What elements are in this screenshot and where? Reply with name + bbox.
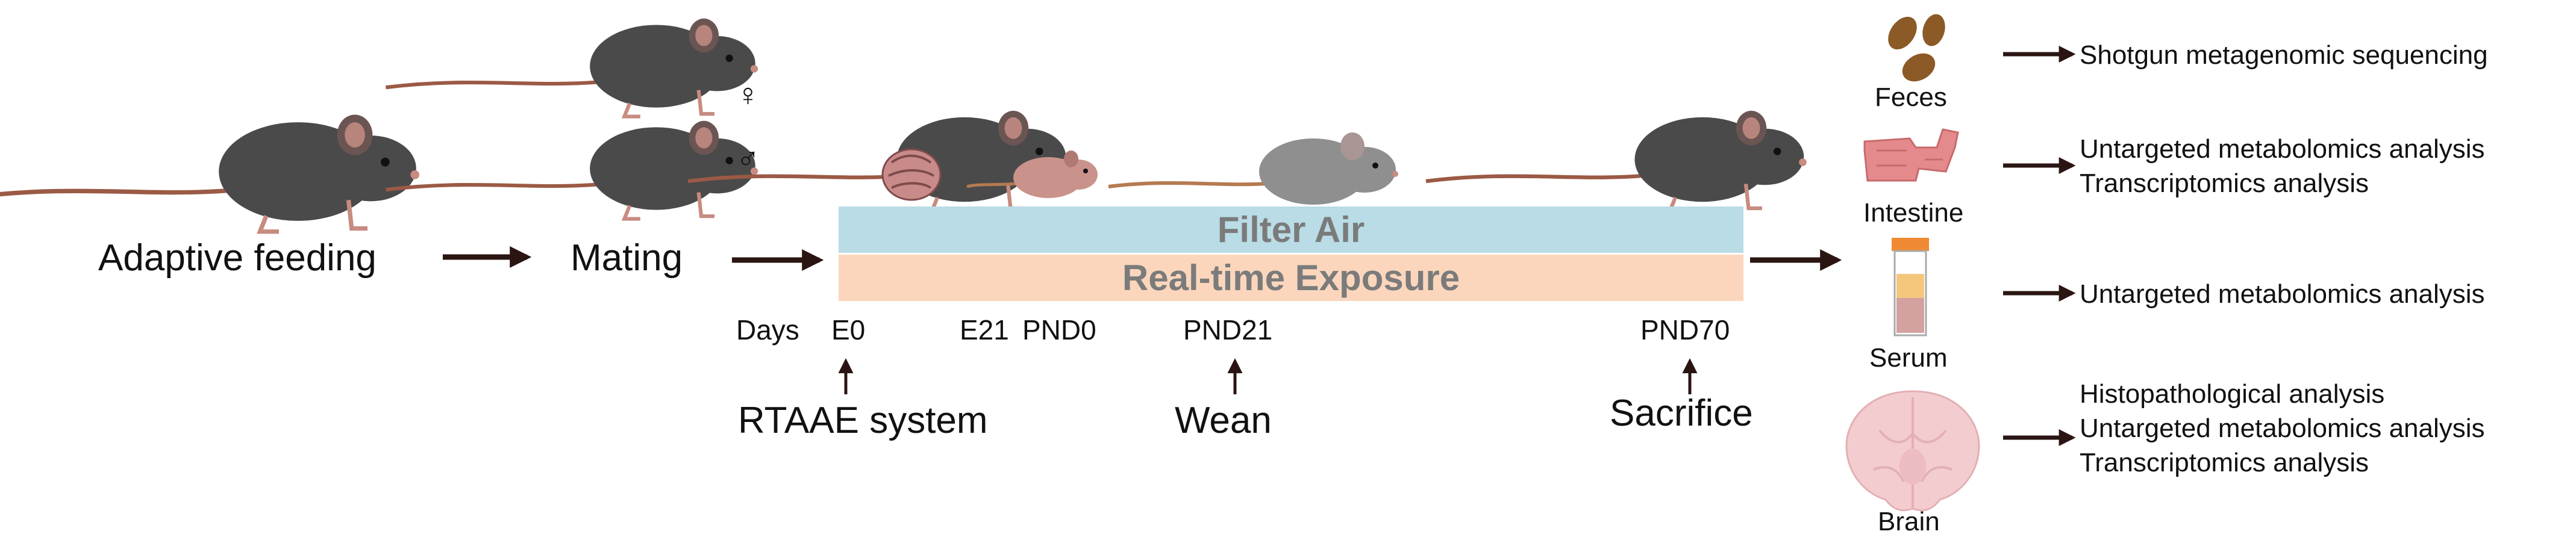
real-time-exposure-bar: Real-time Exposure (839, 255, 1743, 301)
pregnant-mouse (688, 111, 1069, 211)
wean-label: Wean (1175, 400, 1272, 441)
mating-label: Mating (571, 237, 683, 279)
brain-analysis-2: Untargeted metabolomics analysis (2080, 414, 2485, 443)
brain-label: Brain (1878, 507, 1940, 536)
pup-mouse (966, 150, 1098, 198)
feces-icon (1888, 14, 1945, 82)
serum-label: Serum (1869, 343, 1948, 373)
brain-analysis-1: Histopathological analysis (2080, 379, 2385, 409)
real-time-exposure-label: Real-time Exposure (1122, 258, 1460, 298)
timepoint-pnd21: PND21 (1183, 314, 1273, 346)
sacrifice-label: Sacrifice (1610, 392, 1753, 434)
rtaae-system-label: RTAAE system (738, 400, 988, 441)
serum-analysis-1: Untargeted metabolomics analysis (2080, 279, 2485, 309)
adult-mouse-adaptive (0, 115, 419, 232)
serum-tube-icon (1892, 238, 1929, 337)
timepoint-pnd70: PND70 (1640, 314, 1730, 346)
feces-analysis-1: Shotgun metagenomic sequencing (2080, 40, 2488, 70)
female-mouse (386, 19, 758, 117)
filter-air-label: Filter Air (1217, 209, 1365, 250)
filter-air-bar: Filter Air (839, 206, 1743, 253)
timepoint-pnd0: PND0 (1022, 314, 1096, 346)
feces-label: Feces (1875, 82, 1947, 112)
timepoint-e0: E0 (831, 314, 866, 346)
timepoint-e21: E21 (960, 314, 1009, 346)
brain-icon (1845, 390, 1980, 512)
weanling-mouse (1108, 132, 1398, 205)
intestine-label: Intestine (1863, 198, 1964, 228)
male-mouse (386, 121, 758, 219)
adult-mouse-sacrifice (1426, 111, 1807, 211)
days-label: Days (736, 314, 799, 346)
intestine-analysis-2: Transcriptomics analysis (2080, 169, 2369, 198)
male-symbol: ♂ (736, 141, 760, 176)
intestine-icon (1863, 128, 1959, 182)
adaptive-feeding-label: Adaptive feeding (98, 237, 377, 279)
brain-analysis-3: Transcriptomics analysis (2080, 448, 2369, 477)
female-symbol: ♀ (736, 78, 760, 113)
intestine-analysis-1: Untargeted metabolomics analysis (2080, 134, 2485, 164)
